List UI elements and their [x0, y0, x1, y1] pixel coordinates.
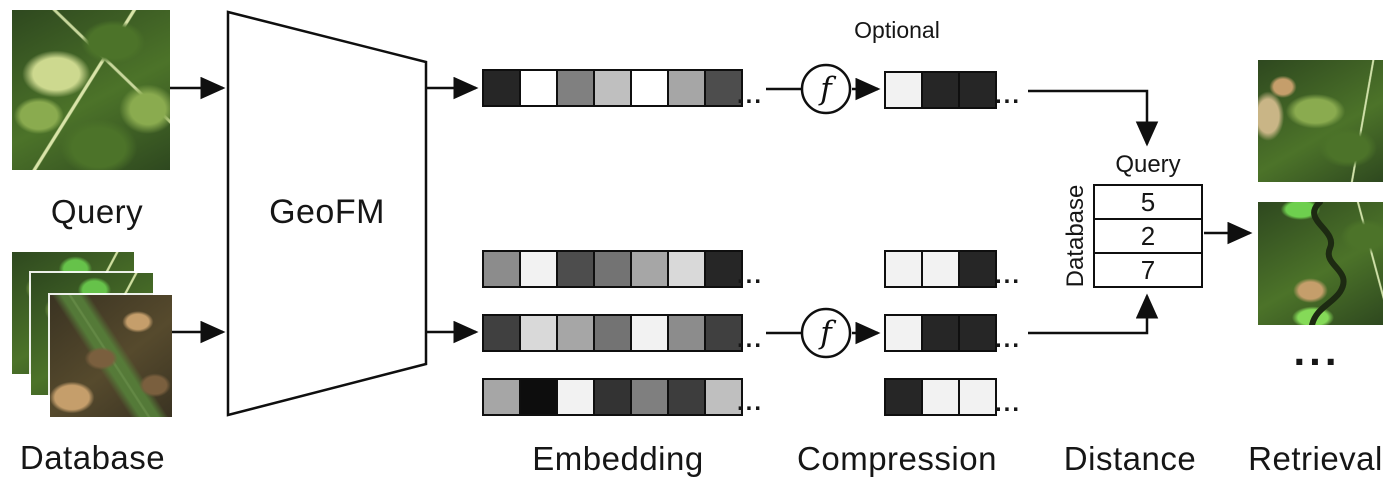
vector-cell	[886, 73, 921, 107]
db-embedding-ellipsis-2: ...	[736, 326, 763, 353]
vector-cell	[630, 71, 667, 105]
db-compressed-row-1	[884, 250, 997, 288]
compression-stage-label: Compression	[797, 440, 997, 477]
vector-cell	[556, 316, 593, 350]
retrieval-more-ellipsis: ...	[1293, 327, 1341, 374]
query-compressed-ellipsis: ...	[994, 82, 1021, 109]
vector-cell	[519, 380, 556, 414]
vector-cell	[886, 316, 921, 350]
f-symbol-query: f	[820, 71, 832, 107]
distance-table: 5 2 7	[1093, 184, 1203, 288]
db-compressed-ellipsis-2: ...	[994, 326, 1021, 353]
vector-cell	[556, 71, 593, 105]
embedding-stage-label: Embedding	[532, 440, 704, 477]
db-embedding-row-1	[482, 250, 743, 288]
vector-cell	[593, 71, 630, 105]
vector-cell	[958, 380, 995, 414]
vector-cell	[921, 380, 958, 414]
db-embedding-row-2	[482, 314, 743, 352]
vector-cell	[630, 316, 667, 350]
distance-stage-label: Distance	[1063, 440, 1197, 477]
geofm-label: GeoFM	[269, 192, 385, 231]
db-compressed-ellipsis-3: ...	[994, 390, 1021, 417]
vector-cell	[704, 71, 741, 105]
vector-cell	[886, 380, 921, 414]
vector-cell	[484, 71, 519, 105]
vector-cell	[921, 73, 958, 107]
vector-cell	[484, 316, 519, 350]
vector-cell	[921, 252, 958, 286]
vector-cell	[519, 71, 556, 105]
f-symbol-db: f	[820, 315, 832, 351]
distance-value-row: 7	[1095, 252, 1201, 286]
arrow-db-compressed-to-table	[1028, 293, 1159, 335]
distance-table-query-header: Query	[1115, 151, 1181, 178]
distance-value-row: 2	[1095, 218, 1201, 252]
optional-label: Optional	[854, 16, 940, 43]
vector-cell	[667, 252, 704, 286]
vector-cell	[704, 316, 741, 350]
db-embedding-ellipsis-3: ...	[736, 389, 763, 416]
db-embedding-ellipsis-1: ...	[736, 262, 763, 289]
vector-cell	[593, 316, 630, 350]
vector-cell	[667, 380, 704, 414]
retrieval-result-image-2	[1258, 202, 1383, 325]
database-satellite-image-front	[50, 295, 172, 417]
vector-cell	[519, 316, 556, 350]
query-compressed-row	[884, 71, 997, 109]
arrow-query-compressed-to-table	[1028, 89, 1159, 147]
f-circle-query	[800, 63, 852, 115]
db-compressed-ellipsis-1: ...	[994, 262, 1021, 289]
vector-cell	[484, 252, 519, 286]
retrieval-stage-label: Retrieval	[1248, 440, 1383, 477]
vector-cell	[886, 252, 921, 286]
vector-cell	[667, 71, 704, 105]
vector-cell	[958, 73, 995, 107]
vector-cell	[630, 252, 667, 286]
f-circle-db	[800, 307, 852, 359]
vector-cell	[593, 380, 630, 414]
query-satellite-image	[12, 10, 170, 170]
database-label: Database	[19, 439, 166, 476]
vector-cell	[593, 252, 630, 286]
vector-cell	[630, 380, 667, 414]
vector-cell	[958, 316, 995, 350]
db-compressed-row-2	[884, 314, 997, 352]
vector-cell	[556, 252, 593, 286]
query-label: Query	[50, 193, 144, 230]
vector-cell	[704, 252, 741, 286]
vector-cell	[519, 252, 556, 286]
vector-cell	[921, 316, 958, 350]
vector-cell	[958, 252, 995, 286]
vector-cell	[556, 380, 593, 414]
vector-cell	[667, 316, 704, 350]
retrieval-result-image-1	[1258, 60, 1383, 182]
db-embedding-row-3	[482, 378, 743, 416]
query-embedding-row	[482, 69, 743, 107]
db-compressed-row-3	[884, 378, 997, 416]
vector-cell	[484, 380, 519, 414]
geofm-trapezoid	[226, 10, 428, 417]
query-embedding-ellipsis: ...	[736, 82, 763, 109]
vector-cell	[704, 380, 741, 414]
distance-value-row: 5	[1140, 186, 1156, 217]
distance-table-database-header: Database	[1062, 184, 1089, 288]
river-curve	[1309, 202, 1347, 325]
